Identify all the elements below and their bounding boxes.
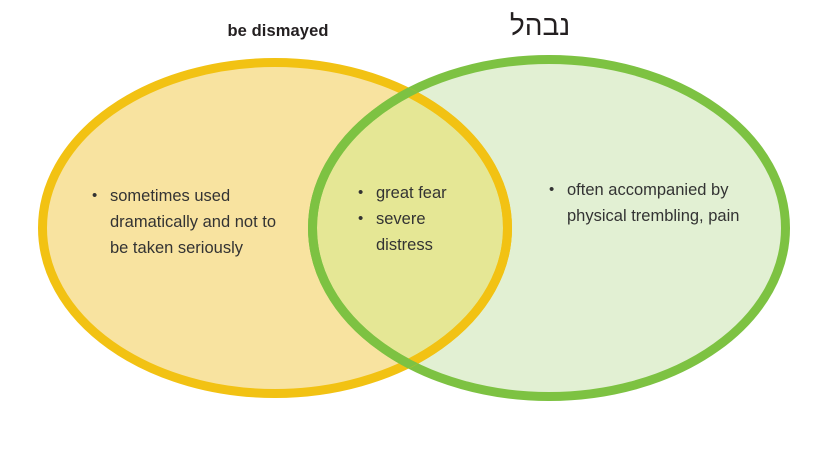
left-set-title: be dismayed	[227, 22, 329, 40]
right-set-title: נבהל	[509, 10, 571, 41]
list-item: sometimes used dramatically and not to b…	[90, 183, 280, 261]
right-set-items: often accompanied by physical trembling,…	[547, 177, 777, 229]
left-set-outline-overlap	[308, 58, 512, 398]
list-item: often accompanied by physical trembling,…	[547, 177, 777, 229]
right-set-list: often accompanied by physical trembling,…	[547, 177, 777, 229]
intersection-list: great fear severe distress	[356, 180, 486, 258]
left-set-items: sometimes used dramatically and not to b…	[90, 183, 280, 261]
list-item: severe distress	[356, 206, 486, 258]
left-set-list: sometimes used dramatically and not to b…	[90, 183, 280, 261]
list-item: great fear	[356, 180, 486, 206]
intersection-items: great fear severe distress	[356, 180, 486, 258]
right-set-outline-overlap	[308, 58, 512, 398]
intersection-fill	[312, 59, 512, 397]
